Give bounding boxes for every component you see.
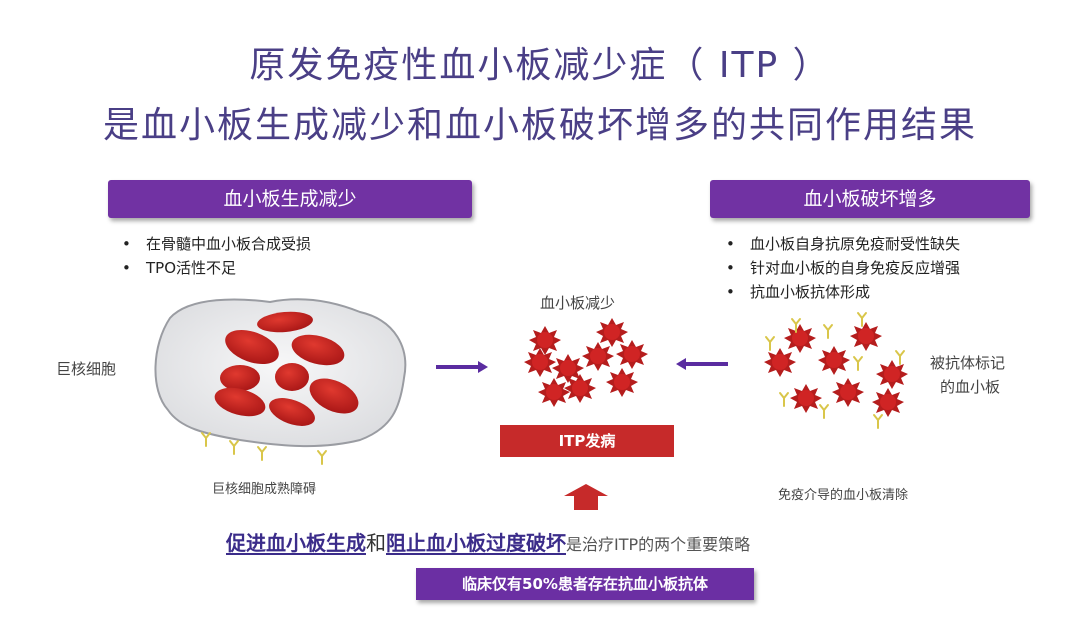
megakaryocyte-cell: [154, 298, 407, 448]
destruction-bullet: 抗血小板抗体形成: [724, 280, 960, 304]
reduced-platelets-label: 血小板减少: [540, 294, 616, 312]
antibody-note-box: 临床仅有50%患者存在抗血小板抗体: [416, 568, 754, 600]
arrow-left-icon: [676, 358, 728, 370]
arrow-right-icon: [436, 361, 488, 373]
strategy-rest: 是治疗ITP的两个重要策略: [566, 535, 751, 554]
strategy-promote-production: 促进血小板生成: [226, 531, 366, 555]
antibody-marked-platelets: [764, 312, 908, 429]
production-bullet: TPO活性不足: [120, 256, 311, 280]
production-bullet: 在骨髓中血小板合成受损: [120, 232, 311, 256]
destruction-bullet-list: 血小板自身抗原免疫耐受性缺失 针对血小板的自身免疫反应增强 抗血小板抗体形成: [724, 232, 960, 304]
production-bullet-list: 在骨髓中血小板合成受损 TPO活性不足: [120, 232, 311, 280]
strategy-statement: 促进血小板生成和阻止血小板过度破坏是治疗ITP的两个重要策略: [226, 527, 750, 556]
immune-clearance-caption: 免疫介导的血小板清除: [778, 488, 909, 503]
destruction-bullet: 针对血小板的自身免疫反应增强: [724, 256, 960, 280]
marked-platelets-label-line-1: 被抗体标记: [930, 354, 1006, 372]
megakaryocyte-label: 巨核细胞: [56, 360, 117, 378]
megakaryocyte-caption: 巨核细胞成熟障碍: [212, 482, 317, 497]
header-production-decrease: 血小板生成减少: [108, 180, 472, 218]
slide-title-line-1: 原发免疫性血小板减少症（ ITP ）: [249, 45, 831, 86]
header-destruction-increase: 血小板破坏增多: [710, 180, 1030, 218]
up-arrow-icon: [564, 484, 608, 510]
reduced-platelets: [524, 318, 648, 407]
strategy-joiner: 和: [366, 531, 386, 555]
strategy-prevent-destruction: 阻止血小板过度破坏: [386, 531, 566, 555]
marked-platelets-label-line-2: 的血小板: [940, 378, 1001, 396]
itp-onset-box: ITP发病: [500, 425, 674, 457]
slide-title-line-2: 是血小板生成减少和血小板破坏增多的共同作用结果: [102, 105, 977, 146]
destruction-bullet: 血小板自身抗原免疫耐受性缺失: [724, 232, 960, 256]
